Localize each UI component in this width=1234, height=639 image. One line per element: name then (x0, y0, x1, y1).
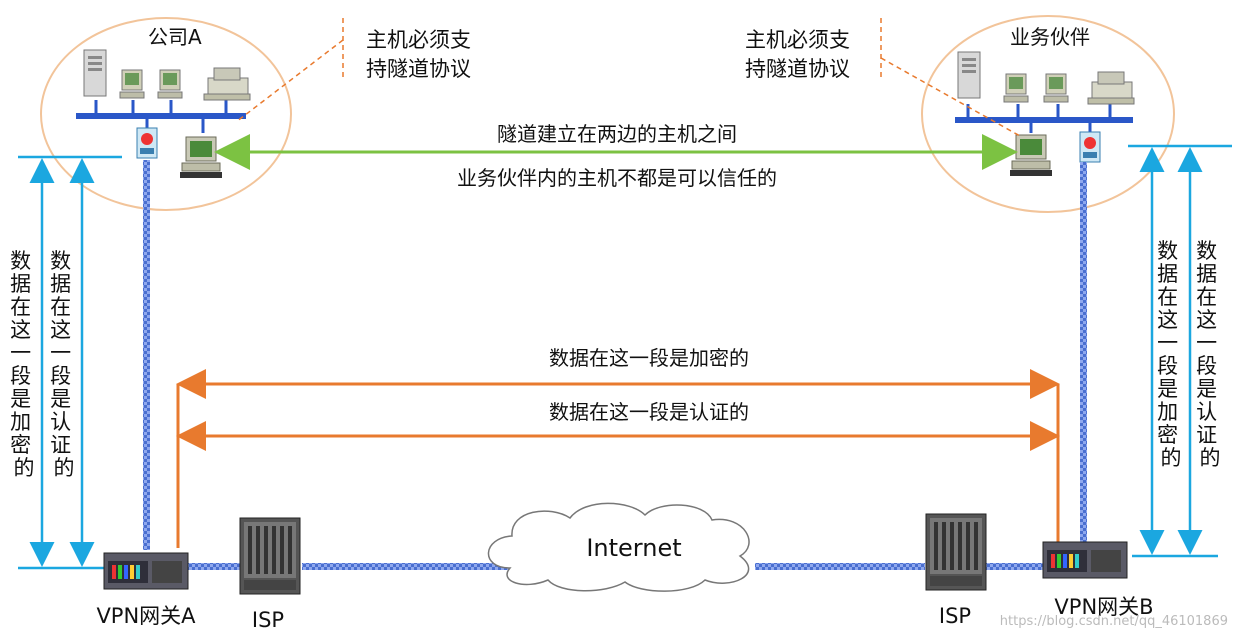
internet-label: Internet (586, 534, 681, 562)
link-company-a-gateway (143, 160, 150, 550)
desktop-icon (1043, 73, 1069, 103)
right-encrypted-label: 数 据 在 这 一 段 是 加 密 的 (1157, 239, 1185, 470)
company-a-lan-bar (76, 113, 246, 119)
partner-note-line2: 持隧道协议 (745, 57, 850, 81)
right-authenticated-label: 数 据 在 这 一 段 是 认 证 的 (1196, 239, 1224, 470)
left-authenticated-label: 数 据 在 这 一 段 是 认 证 的 (50, 249, 78, 480)
partner-title: 业务伙伴 (1010, 25, 1090, 49)
isp-router-icon (239, 517, 301, 595)
gateway-b-label: VPN网关B (1054, 595, 1153, 619)
server-icon (957, 51, 981, 99)
link-gateway-a-isp (188, 563, 244, 570)
middle-authenticated-label: 数据在这一段是认证的 (549, 400, 749, 424)
company-a-zone (40, 17, 292, 211)
left-encrypted-label: 数 据 在 这 一 段 是 加 密 的 (10, 249, 38, 480)
printer-icon (203, 67, 251, 101)
company-a-note-line1: 主机必须支 (366, 28, 471, 52)
host-pc-icon (1009, 134, 1053, 177)
link-internet-isp (755, 563, 925, 570)
tunnel-label: 隧道建立在两边的主机之间 (497, 122, 737, 146)
link-isp-internet (302, 563, 512, 570)
watermark: https://blog.csdn.net/qq_46101869 (1000, 614, 1228, 629)
firewall-icon (136, 127, 158, 159)
vpn-gateway-icon (103, 552, 189, 590)
middle-encrypted-label: 数据在这一段是加密的 (549, 346, 749, 370)
desktop-icon (119, 69, 145, 99)
isp-right-label: ISP (939, 604, 971, 628)
partner-note-line1: 主机必须支 (745, 28, 850, 52)
gateway-a-label: VPN网关A (96, 604, 196, 628)
vpn-gateway-icon (1042, 541, 1128, 579)
host-pc-icon (179, 136, 223, 179)
desktop-icon (157, 69, 183, 99)
link-partner-gateway (1080, 162, 1087, 547)
printer-icon (1087, 71, 1135, 105)
server-icon (83, 49, 107, 97)
firewall-icon (1079, 131, 1101, 163)
company-a-title: 公司A (148, 25, 202, 49)
isp-router-icon (925, 513, 987, 591)
internet-cloud (487, 502, 750, 592)
trust-note: 业务伙伴内的主机不都是可以信任的 (457, 166, 777, 190)
link-isp-gateway-b (986, 563, 1044, 570)
partner-lan-bar (955, 117, 1133, 123)
partner-zone (921, 15, 1175, 213)
desktop-icon (1003, 73, 1029, 103)
company-a-note-line2: 持隧道协议 (366, 57, 471, 81)
isp-left-label: ISP (252, 608, 284, 632)
